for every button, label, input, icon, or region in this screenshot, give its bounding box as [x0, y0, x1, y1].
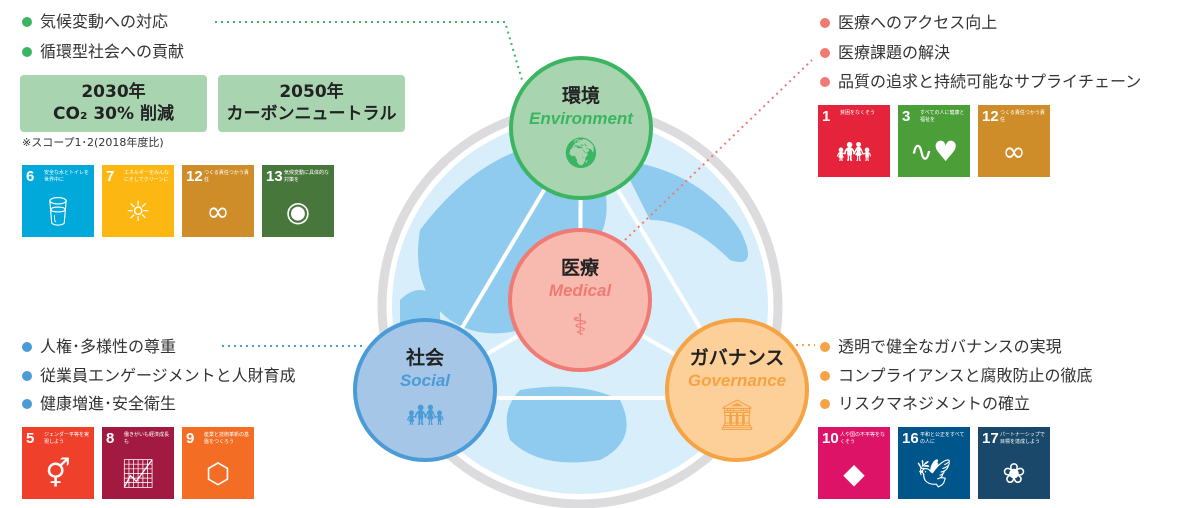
sdg-number: 6	[26, 168, 35, 185]
social-title: 社会	[405, 347, 444, 369]
sdg-label: 気候変動に具体的な対策を	[284, 170, 330, 183]
building-icon: 🏛︎	[717, 398, 757, 433]
sdg-label: すべての人に健康と福祉を	[920, 110, 965, 123]
arrows-icon: ◆	[843, 457, 865, 490]
environment-subtitle: Environment	[529, 109, 633, 128]
sdg-label: 人や国の不平等をなくそう	[840, 432, 886, 445]
rings-icon: ❀	[1002, 457, 1026, 490]
sdg-label: つくる責任つかう責任	[204, 170, 249, 183]
sdg-number: 13	[266, 168, 283, 185]
infinity-icon: ∞	[206, 195, 230, 228]
sdg-number: 17	[982, 430, 999, 447]
sdg-9-tile: 9 産業と技術革新の基盤をつくろう ⬡	[182, 427, 254, 499]
governance-title: ガバナンス	[689, 347, 785, 369]
governance-bullet: 透明で健全なガバナンスの実現	[820, 337, 1062, 357]
social-circle: 社会 Social 👪︎	[353, 318, 497, 462]
sdg-number: 12	[982, 108, 999, 125]
social-subtitle: Social	[399, 371, 451, 390]
people-icon: 👪︎	[405, 398, 445, 433]
sdg-label: 安全な水とトイレを世界中に	[44, 170, 90, 183]
sdg-number: 7	[106, 168, 115, 185]
sdg-number: 12	[186, 168, 203, 185]
cubes-icon: ⬡	[205, 457, 231, 490]
governance-bullet: リスクマネジメントの確立	[820, 394, 1030, 414]
medical-title: 医療	[560, 257, 599, 279]
governance-circle: ガバナンス Governance 🏛︎	[665, 318, 809, 462]
medical-bullet: 品質の追求と持続可能なサプライチェーン	[820, 72, 1141, 92]
social-bullet: 従業員エンゲージメントと人財育成	[22, 366, 296, 386]
sdg-label: つくる責任つかう責任	[1000, 110, 1045, 123]
sun-icon: ☼	[125, 195, 151, 228]
stethoscope-icon: ⚕	[571, 308, 589, 343]
sdg-label: 働きがいも経済成長も	[124, 432, 170, 445]
sdg-label: エネルギーをみんなにそしてクリーンに	[124, 170, 170, 183]
environment-circle: 環境 Environment 🌍︎	[509, 56, 653, 200]
governance-bullet: コンプライアンスと腐敗防止の徹底	[820, 366, 1093, 386]
sdg-8-tile: 8 働きがいも経済成長も 📈︎	[102, 427, 174, 499]
water-icon: 🥛︎	[40, 195, 76, 228]
gender-icon: ⚥	[45, 457, 71, 490]
eye-globe-icon: ◉	[285, 195, 311, 228]
environment-bullet: 気候変動への対応	[22, 12, 168, 32]
heartbeat-icon: ∿♥	[909, 135, 959, 168]
scope-note: ※スコープ1･2(2018年度比)	[22, 136, 164, 149]
sdg-label: パートナーシップで目標を達成しよう	[1000, 432, 1045, 445]
medical-bullet: 医療課題の解決	[820, 43, 950, 63]
social-bullet: 人権･多様性の尊重	[22, 337, 176, 357]
sdg-number: 5	[26, 430, 35, 447]
medical-bullet: 医療へのアクセス向上	[820, 13, 997, 33]
sdg-number: 1	[822, 108, 831, 125]
sdg-5-tile: 5 ジェンダー平等を実現しよう ⚥	[22, 427, 94, 499]
sdg-3-tile: 3 すべての人に健康と福祉を ∿♥	[898, 105, 970, 177]
leader-lines	[215, 21, 815, 347]
globe-in-hand-icon: 🌍︎	[561, 136, 601, 171]
sdg-1-tile: 1 貧困をなくそう 👪︎	[818, 105, 890, 177]
environment-bullet: 循環型社会への貢献	[22, 42, 184, 62]
target-2050: 2050年カーボンニュートラル	[218, 75, 405, 132]
medical-circle: 医療 Medical ⚕	[508, 228, 652, 372]
sdg-number: 8	[106, 430, 115, 447]
environment-title: 環境	[561, 85, 600, 107]
sdg-number: 3	[902, 108, 911, 125]
infinity-icon: ∞	[1002, 135, 1026, 168]
sdg-label: 平和と公正をすべての人に	[920, 432, 965, 445]
growth-chart-icon: 📈︎	[120, 457, 156, 490]
governance-subtitle: Governance	[687, 371, 787, 390]
social-bullet: 健康増進･安全衛生	[22, 394, 176, 414]
sdg-7-tile: 7 エネルギーをみんなにそしてクリーンに ☼	[102, 165, 174, 237]
sdg-number: 16	[902, 430, 919, 447]
dove-icon: 🕊︎	[916, 457, 952, 490]
medical-subtitle: Medical	[548, 281, 612, 300]
sdg-label: ジェンダー平等を実現しよう	[44, 432, 90, 445]
sdg-label: 貧困をなくそう	[840, 110, 876, 116]
sdg-label: 産業と技術革新の基盤をつくろう	[204, 432, 250, 445]
sdg-6-tile: 6 安全な水とトイレを世界中に 🥛︎	[22, 165, 94, 237]
sdg-number: 10	[822, 430, 839, 447]
sdg-number: 9	[186, 430, 195, 447]
family-icon: 👪︎	[836, 135, 872, 168]
